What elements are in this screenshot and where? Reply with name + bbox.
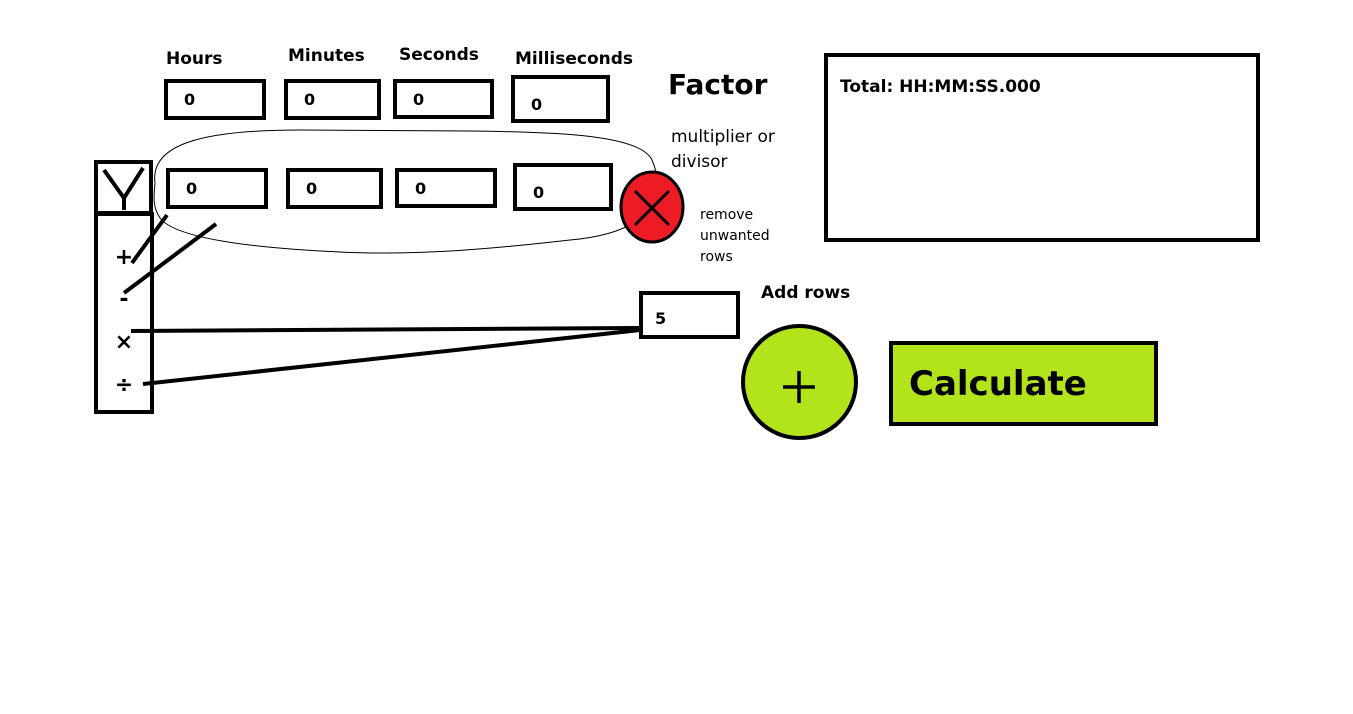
minutes-header: Minutes xyxy=(288,46,365,66)
operation-divide[interactable]: ÷ xyxy=(114,373,134,398)
hours-header: Hours xyxy=(166,49,223,69)
factor-minutes-input[interactable] xyxy=(286,168,383,209)
factor-milliseconds-input[interactable] xyxy=(513,163,613,211)
plus-icon xyxy=(783,371,815,403)
add-rows-count-input[interactable] xyxy=(639,291,740,339)
factor-title: Factor xyxy=(668,68,768,101)
operation-subtract[interactable]: - xyxy=(119,287,129,312)
minutes-input[interactable] xyxy=(284,79,381,120)
remove-row-button[interactable] xyxy=(619,170,687,246)
close-icon xyxy=(633,189,671,227)
factor-seconds-input[interactable] xyxy=(395,168,497,208)
seconds-input[interactable] xyxy=(393,79,494,119)
milliseconds-input[interactable] xyxy=(511,75,610,123)
add-rows-button[interactable] xyxy=(741,324,858,440)
factor-hours-input[interactable] xyxy=(166,168,268,209)
operation-add[interactable]: + xyxy=(114,245,134,270)
calculate-button[interactable]: Calculate xyxy=(889,341,1158,426)
hours-input[interactable] xyxy=(164,79,266,120)
factor-subtitle: multiplier or divisor xyxy=(671,127,775,172)
add-rows-label: Add rows xyxy=(761,283,851,303)
chevron-down-icon xyxy=(102,166,145,210)
operation-multiply[interactable]: × xyxy=(114,330,134,355)
operation-dropdown[interactable] xyxy=(94,160,153,215)
milliseconds-header: Milliseconds xyxy=(515,49,634,69)
seconds-header: Seconds xyxy=(399,45,479,65)
total-output: Total: HH:MM:SS.000 xyxy=(824,53,1260,242)
remove-note: remove unwanted rows xyxy=(700,207,770,265)
total-text: Total: HH:MM:SS.000 xyxy=(840,77,1041,97)
